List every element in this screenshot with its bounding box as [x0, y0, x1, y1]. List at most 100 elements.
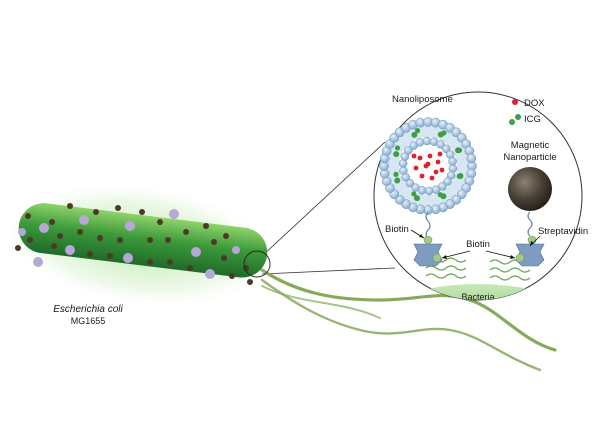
dox-molecule [433, 169, 439, 175]
lipid-bilayer-outer [379, 117, 477, 215]
streptavidin-right [515, 243, 545, 267]
icg-molecule [393, 171, 399, 177]
magnetic-label-line2: Nanoparticle [503, 152, 556, 163]
icg-molecule [394, 145, 401, 151]
streptavidin-arrowhead [530, 241, 534, 246]
dox-legend-label: DOX [524, 98, 545, 109]
magnetic-particle-dot [97, 235, 103, 241]
icg-molecule [437, 192, 443, 198]
icg-molecule [456, 173, 462, 179]
dox-molecule [425, 161, 431, 167]
magnetic-particle-dot [223, 233, 229, 239]
magnetic-particle-dot [221, 255, 227, 261]
magnetic-particle-dot [49, 219, 55, 225]
magnetic-particle-dot [93, 209, 99, 215]
magnetic-particle-dot [115, 205, 121, 211]
dox-molecule [413, 165, 419, 171]
liposome-dot [191, 247, 201, 257]
magnetic-particle-dot [107, 253, 113, 259]
magnetic-particle-dot [167, 259, 173, 265]
liposome-dot [232, 246, 240, 254]
biotin-label-center: Biotin [466, 239, 490, 250]
lipid-head [424, 186, 434, 196]
magnetic-particle-dot [157, 219, 163, 225]
magnetic-particle-dot [229, 273, 235, 279]
icg-molecule [441, 130, 447, 136]
bacterium [0, 181, 280, 309]
biotin-center-arrowhead-left [442, 255, 447, 259]
flagella [260, 268, 557, 372]
icg-molecule [411, 191, 417, 197]
lipid-bilayer-inner [398, 136, 458, 196]
zoom-circle [243, 250, 271, 278]
icg-molecule [411, 131, 418, 138]
lipid-head [466, 153, 477, 164]
magnetic-nanoparticle [508, 167, 552, 211]
liposome-dot [18, 228, 26, 236]
magnetic-particle-dot [51, 243, 57, 249]
magnetic-particle-dot [87, 251, 93, 257]
dox-molecule [429, 175, 435, 181]
dox-legend-icon [512, 99, 518, 105]
dox-molecule [435, 159, 441, 165]
liposome-dot [79, 215, 89, 225]
icg-legend-icon [509, 114, 521, 125]
zoom-inset: Bacteria Membrane Nanoliposome DOX [373, 91, 588, 302]
icg-legend-label: ICG [524, 114, 541, 125]
magnetic-label-line1: Magnetic [511, 140, 550, 151]
dox-molecule [437, 151, 443, 157]
membrane-label-line1: Bacteria [461, 292, 494, 302]
liposome-dot [65, 245, 75, 255]
liposome-dot [169, 209, 179, 219]
icg-payload [393, 128, 464, 202]
magnetic-particle-dot [165, 237, 171, 243]
magnetic-particle-dot [147, 237, 153, 243]
magnetic-particle-dot [247, 279, 253, 285]
nanoliposome [379, 117, 477, 215]
lipid-head [436, 140, 445, 149]
liposome-dot [33, 257, 43, 267]
lipid-tail-layer [388, 126, 468, 206]
magnetic-particle-dot [211, 239, 217, 245]
magnetic-particle-dot [15, 245, 21, 251]
liposome-tether [425, 211, 431, 240]
icg-molecule [456, 147, 463, 153]
magnetic-particle-dot [57, 233, 63, 239]
dox-molecule [427, 153, 433, 159]
lipid-head [415, 138, 425, 147]
icg-molecule [393, 151, 400, 158]
zoom-line-top [261, 141, 386, 257]
dox-molecule [417, 155, 423, 161]
liposome-dot [125, 221, 135, 231]
biotin-center-arrow-left [441, 250, 471, 259]
dox-molecule [419, 173, 425, 179]
organism-strain: MG1655 [71, 316, 106, 326]
icg-molecule [414, 195, 421, 202]
liposome-dot [205, 269, 215, 279]
dox-payload [411, 151, 445, 181]
magnetic-particle-dot [183, 229, 189, 235]
streptavidin-label: Streptavidin [538, 226, 588, 237]
biotin-left-arrowhead [419, 234, 424, 238]
magnetic-particle-dot [77, 229, 83, 235]
magnetic-particle-dot [203, 223, 209, 229]
magnetic-particle-dot [27, 237, 33, 243]
nanoliposome-label: Nanoliposome [392, 94, 453, 105]
lipid-head [441, 144, 451, 154]
dox-molecule [411, 153, 417, 159]
lipid-head [404, 146, 413, 155]
lipid-head [422, 136, 432, 146]
biotin-center-arrow-right [485, 250, 516, 259]
biotin-label-left: Biotin [385, 224, 409, 235]
lipid-head [431, 185, 441, 194]
liposome-dot [123, 253, 133, 263]
attached-nanoparticles [15, 203, 253, 285]
magnetic-particle-dot [117, 237, 123, 243]
magnetic-particle-dot [67, 203, 73, 209]
lipid-head [411, 183, 420, 192]
lipid-head [448, 157, 457, 166]
liposome-dot [39, 223, 49, 233]
lipid-head [399, 166, 408, 175]
magnetic-particle-dot [139, 209, 145, 215]
